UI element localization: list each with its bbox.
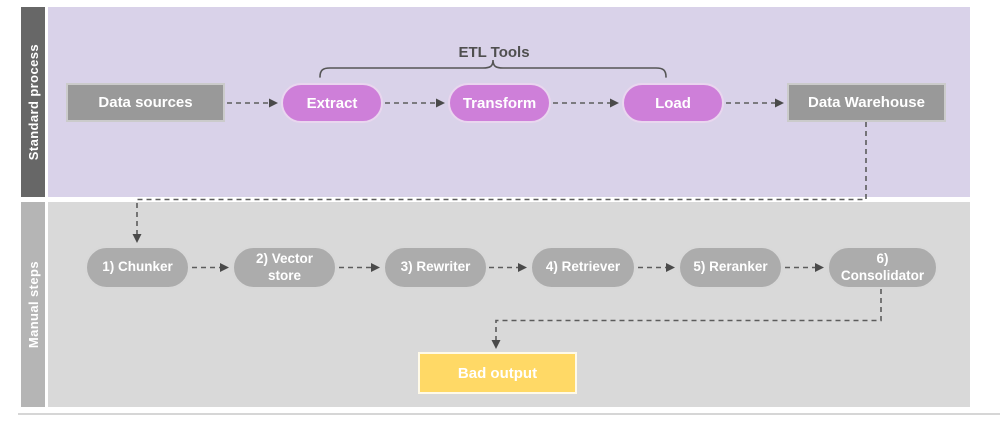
lane-label-manual-steps: Manual steps [25,260,41,349]
bottom-divider-line [18,413,1000,415]
node-bad-output: Bad output [418,352,577,394]
node-consolidator: 6) Consolidator [827,246,938,289]
node-vector-store: 2) Vector store [232,246,337,289]
node-rewriter: 3) Rewriter [383,246,488,289]
lane-bar-standard-process: Standard process [21,7,45,197]
node-extract: Extract [281,83,383,123]
node-data-warehouse: Data Warehouse [787,83,946,122]
node-transform: Transform [448,83,551,123]
node-reranker: 5) Reranker [678,246,783,289]
node-retriever: 4) Retriever [530,246,636,289]
node-chunker: 1) Chunker [85,246,190,289]
lane-label-standard-process: Standard process [25,43,41,161]
node-data-sources: Data sources [66,83,225,122]
lane-bar-manual-steps: Manual steps [21,202,45,407]
etl-tools-label: ETL Tools [458,44,530,61]
node-load: Load [622,83,724,123]
